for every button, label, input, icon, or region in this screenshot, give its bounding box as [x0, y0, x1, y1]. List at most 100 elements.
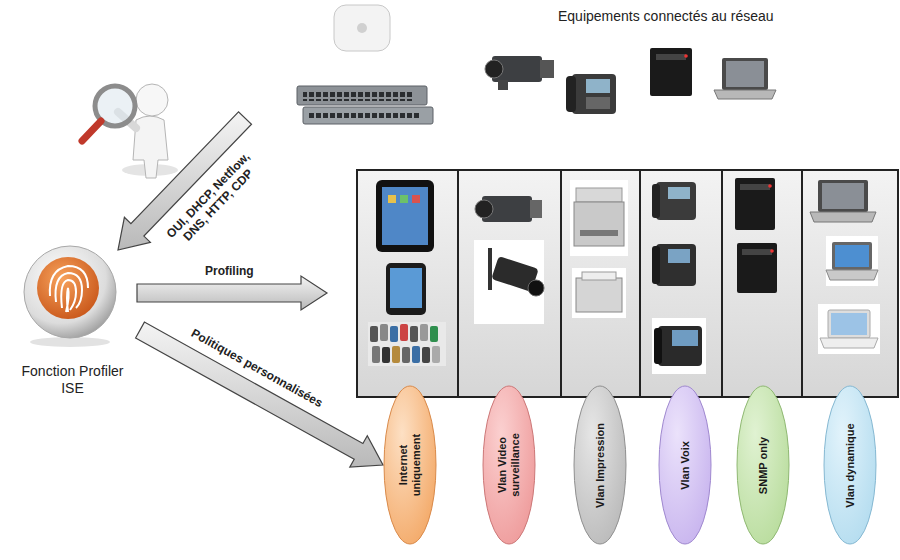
top-devices-part	[684, 54, 688, 58]
tablet-icons-part	[376, 180, 434, 252]
phone-icons-part	[656, 244, 696, 286]
vlan-label: Vlan Impression	[594, 415, 607, 515]
magnifier-figure-part	[136, 84, 168, 116]
text-label: Equipements connectés au réseau	[558, 8, 774, 24]
ups-icons-part	[740, 184, 770, 190]
printer-icons-part	[576, 188, 622, 202]
top-devices-part	[722, 58, 768, 90]
vlan-label: Internet uniquement	[397, 415, 423, 515]
laptop-icons-part	[831, 313, 867, 335]
phone-icons-part	[668, 187, 690, 199]
device-panel-part	[457, 170, 459, 397]
device-panel-part	[560, 170, 562, 397]
text-label: OUI, DHCP, Netflow, DNS, HTTP, CDP	[156, 142, 270, 259]
top-devices-part	[566, 76, 576, 112]
ups-icons-part	[770, 249, 774, 253]
phone-icons-part	[658, 326, 702, 366]
camera-icons-part	[475, 200, 493, 218]
tablet-icons-part	[400, 195, 408, 203]
switch-stack-part	[309, 111, 419, 120]
tablet-icons-part	[380, 324, 388, 341]
laptop-icons-part	[835, 245, 869, 267]
vlan-label: SNMP only	[757, 415, 770, 515]
tablet-icons-part	[370, 326, 378, 342]
edge-label: Politiques personnalisées	[189, 326, 325, 410]
phone-icons	[652, 182, 706, 374]
top-devices-part	[726, 61, 764, 87]
access-point-part	[357, 23, 367, 33]
laptop-icons-part	[818, 304, 880, 354]
phone-icons-part	[654, 328, 662, 364]
tablet-icons-part	[420, 324, 428, 341]
ups-icons-part	[742, 249, 772, 255]
ellipse-shape	[384, 386, 436, 544]
printer-icons-part	[576, 278, 622, 312]
camera-icons	[474, 196, 544, 324]
access-point	[334, 5, 390, 51]
tablet-icons-part	[390, 326, 398, 342]
device-panel-part	[639, 170, 641, 397]
vlan-label: Vlan Video surveillance	[496, 415, 522, 515]
block-arrow-connector	[136, 322, 383, 467]
ellipse-shape	[574, 386, 626, 544]
laptop-icons-part	[820, 338, 878, 348]
laptop-icons	[810, 180, 880, 354]
laptop-icons-part	[826, 270, 878, 280]
tablet-icons-part	[412, 195, 420, 203]
phone-icons-part	[652, 318, 706, 374]
phone-icons-part	[652, 184, 660, 218]
ellipse-shape	[824, 386, 876, 544]
phone-icons-part	[668, 249, 690, 263]
label-holder: Equipements connectés au réseau	[558, 8, 774, 24]
top-devices-part	[650, 48, 692, 96]
printer-icons-part	[582, 272, 616, 280]
printer-icons-part	[574, 202, 624, 246]
device-panel-part	[357, 170, 898, 397]
tablet-icons-part	[400, 324, 408, 341]
tablet-icons-part	[410, 326, 418, 342]
laptop-icons-part	[810, 212, 876, 222]
tablet-icons-part	[388, 195, 396, 203]
vlan-ellipse: Vlan Voix	[658, 385, 712, 545]
vlan-ellipse: SNMP only	[736, 385, 790, 545]
switch-stack-part	[303, 107, 433, 124]
phone-icons-part	[656, 182, 696, 220]
top-devices-part	[656, 54, 686, 60]
ise-icon	[24, 246, 116, 347]
camera-icons-part	[530, 200, 542, 218]
tablet-icons-part	[372, 346, 380, 363]
top-devices-part	[540, 60, 554, 78]
laptop-icons-part	[828, 310, 870, 338]
printer-icons-part	[580, 230, 618, 236]
block-arrow	[137, 276, 327, 310]
printer-icons	[570, 180, 628, 318]
label-holder: OUI, DHCP, Netflow, DNS, HTTP, CDP	[156, 142, 270, 259]
text-label: Profiling	[205, 264, 254, 278]
printer-icons-part	[570, 180, 628, 256]
top-devices-part	[572, 74, 616, 114]
camera-icons-part	[474, 240, 544, 324]
tablet-icons	[368, 180, 446, 366]
vlan-ellipse: Internet uniquement	[383, 385, 437, 545]
magnifier-figure	[82, 84, 178, 178]
tablet-icons-part	[432, 346, 440, 363]
laptop-icons-part	[826, 236, 878, 286]
device-panel	[357, 170, 898, 397]
tablet-icons-part	[382, 347, 390, 363]
access-point-part	[334, 5, 390, 51]
tablet-icons-part	[422, 347, 430, 363]
laptop-icons-part	[818, 180, 868, 212]
edge-label-holder: Politiques personnalisées	[189, 326, 325, 410]
vlan-label: Vlan Voix	[679, 415, 692, 515]
ups-icons-part	[768, 184, 772, 188]
ellipse-shape	[483, 386, 535, 544]
vlan-ellipse: Vlan Video surveillance	[482, 385, 536, 545]
device-panel-part	[721, 170, 723, 397]
phone-icons-part	[672, 330, 698, 346]
ups-icons-part	[735, 178, 775, 230]
ise-icon-part	[37, 257, 99, 319]
switch-stack-part	[297, 86, 427, 105]
laptop-icons-part	[832, 242, 872, 270]
device-panel-part	[801, 170, 803, 397]
top-devices-part	[498, 80, 508, 90]
